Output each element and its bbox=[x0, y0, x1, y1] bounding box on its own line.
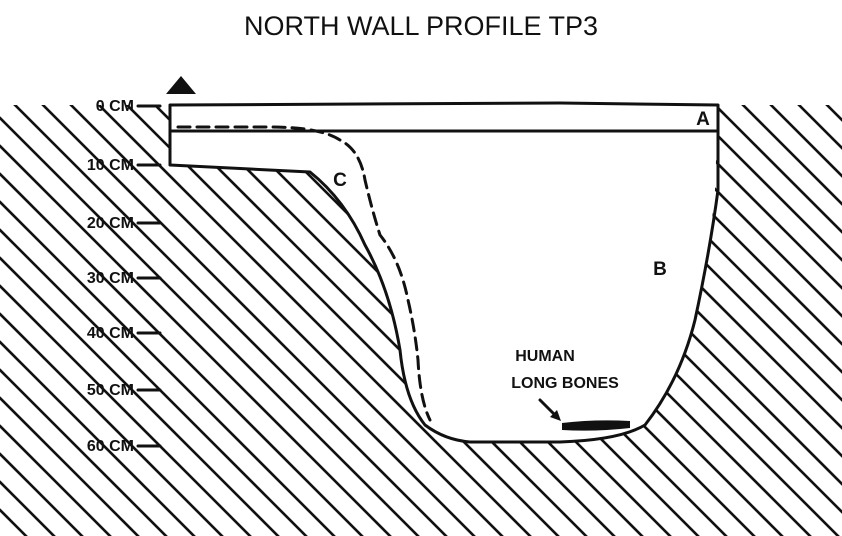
human-long-bones-feature bbox=[562, 420, 630, 431]
layer-c-label: C bbox=[333, 170, 347, 191]
hatch-line bbox=[0, 105, 181, 536]
depth-label-20: 20 CM bbox=[87, 215, 134, 232]
hatch-line bbox=[0, 105, 321, 536]
hatch-line bbox=[0, 105, 265, 536]
layer-c-dashed-boundary bbox=[176, 125, 432, 422]
depth-label-0: 0 CM bbox=[96, 98, 134, 115]
hatch-line bbox=[0, 105, 461, 536]
annotation-line-1: HUMAN bbox=[515, 348, 575, 365]
hatch-line bbox=[195, 105, 657, 536]
hatch-line bbox=[0, 105, 209, 536]
depth-scale: 0 CM 10 CM 20 CM 30 CM 40 CM 50 CM 60 CM bbox=[87, 98, 162, 455]
hatch-line bbox=[755, 105, 842, 536]
hatch-line bbox=[251, 105, 713, 536]
depth-label-40: 40 CM bbox=[87, 325, 134, 342]
hatch-line bbox=[0, 105, 377, 536]
depth-label-50: 50 CM bbox=[87, 382, 134, 399]
layer-a-label: A bbox=[696, 109, 710, 130]
hatch-line bbox=[0, 105, 153, 536]
hatch-line bbox=[139, 105, 601, 536]
pit-outline bbox=[168, 101, 720, 444]
hatch-line bbox=[643, 105, 842, 536]
datum-triangle-icon bbox=[166, 76, 196, 94]
hatch-line bbox=[783, 105, 842, 536]
hatch-line bbox=[0, 105, 41, 536]
hatch-line bbox=[0, 105, 349, 536]
hatch-line bbox=[0, 105, 405, 536]
hatch-line bbox=[0, 105, 237, 536]
diagram-title: NORTH WALL PROFILE TP3 bbox=[244, 11, 598, 41]
annotation-line-2: LONG BONES bbox=[511, 375, 619, 392]
hatch-line bbox=[391, 105, 842, 536]
hatch-line bbox=[699, 105, 842, 536]
hatch-line bbox=[0, 105, 125, 536]
hatch-line bbox=[671, 105, 842, 536]
depth-label-60: 60 CM bbox=[87, 438, 134, 455]
depth-label-30: 30 CM bbox=[87, 270, 134, 287]
hatch-line bbox=[615, 105, 842, 536]
hatch-line bbox=[0, 105, 293, 536]
hatch-line bbox=[27, 105, 489, 536]
hatch-line bbox=[0, 105, 433, 536]
annotation-arrow-line bbox=[538, 398, 558, 418]
hatch-line bbox=[727, 105, 842, 536]
hatch-line bbox=[83, 105, 545, 536]
hatch-line bbox=[0, 105, 97, 536]
depth-label-10: 10 CM bbox=[87, 157, 134, 174]
hatch-line bbox=[279, 105, 741, 536]
hatch-line bbox=[503, 105, 842, 536]
hatch-line bbox=[167, 105, 629, 536]
hatch-line bbox=[223, 105, 685, 536]
hatch-line bbox=[111, 105, 573, 536]
layer-b-label: B bbox=[653, 259, 667, 280]
arrow-head-icon bbox=[550, 410, 561, 421]
hatch-line bbox=[55, 105, 517, 536]
